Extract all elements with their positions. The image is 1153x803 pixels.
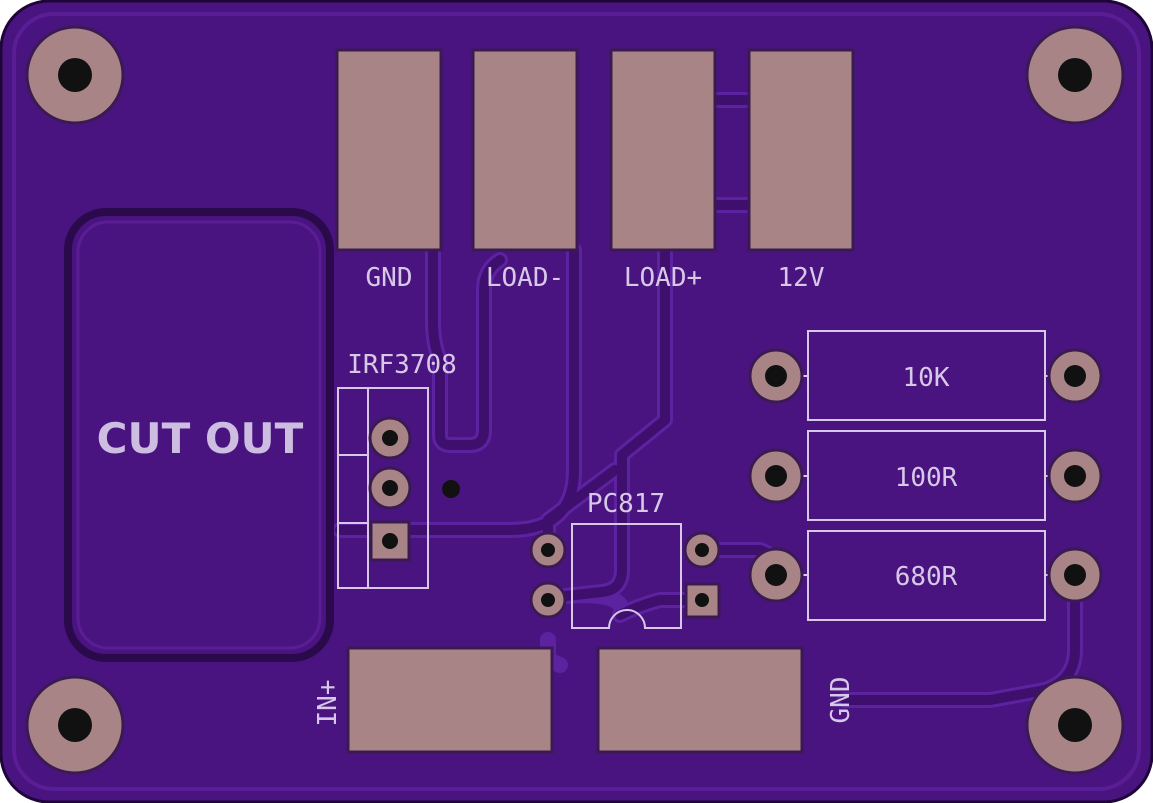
label-r-100r: 100R bbox=[895, 463, 958, 493]
label-in-plus: IN+ bbox=[313, 680, 343, 727]
label-gnd-bottom: GND bbox=[826, 677, 856, 724]
label-r-680r: 680R bbox=[895, 562, 958, 592]
label-load-minus: LOAD- bbox=[486, 263, 564, 293]
mounting-hole-top-left bbox=[25, 25, 125, 125]
mounting-holes bbox=[25, 25, 1125, 775]
pad-12v bbox=[747, 48, 855, 252]
input-terminals: IN+ GND bbox=[313, 646, 856, 754]
pad-gnd-bottom bbox=[596, 646, 804, 754]
mounting-hole-top-right bbox=[1025, 25, 1125, 125]
label-r-10k: 10K bbox=[903, 363, 950, 393]
resistor-10k: 10K bbox=[748, 330, 1103, 421]
label-load-plus: LOAD+ bbox=[624, 263, 702, 293]
via bbox=[442, 480, 460, 498]
resistor-100r: 100R bbox=[748, 430, 1103, 521]
resistors: 10K 100R 680R bbox=[748, 330, 1103, 621]
optocoupler-footprint: PC817 bbox=[529, 489, 721, 629]
label-mosfet: IRF3708 bbox=[347, 350, 457, 380]
mounting-hole-bottom-left bbox=[25, 675, 125, 775]
pad-load-plus bbox=[609, 48, 717, 252]
cutout-region: CUT OUT bbox=[64, 208, 334, 662]
label-optocoupler: PC817 bbox=[587, 489, 665, 519]
mosfet-footprint: IRF3708 bbox=[337, 350, 460, 589]
label-gnd-top: GND bbox=[366, 263, 413, 293]
pad-gnd-top bbox=[335, 48, 443, 252]
mounting-hole-bottom-right bbox=[1025, 675, 1125, 775]
pad-in-plus bbox=[346, 646, 554, 754]
resistor-680r: 680R bbox=[748, 530, 1103, 621]
top-terminals: GND LOAD- LOAD+ 12V bbox=[335, 48, 855, 293]
cutout-label: CUT OUT bbox=[97, 414, 304, 463]
copper-pour-outline bbox=[12, 12, 1141, 791]
label-12v: 12V bbox=[778, 263, 825, 293]
pad-load-minus bbox=[471, 48, 579, 252]
